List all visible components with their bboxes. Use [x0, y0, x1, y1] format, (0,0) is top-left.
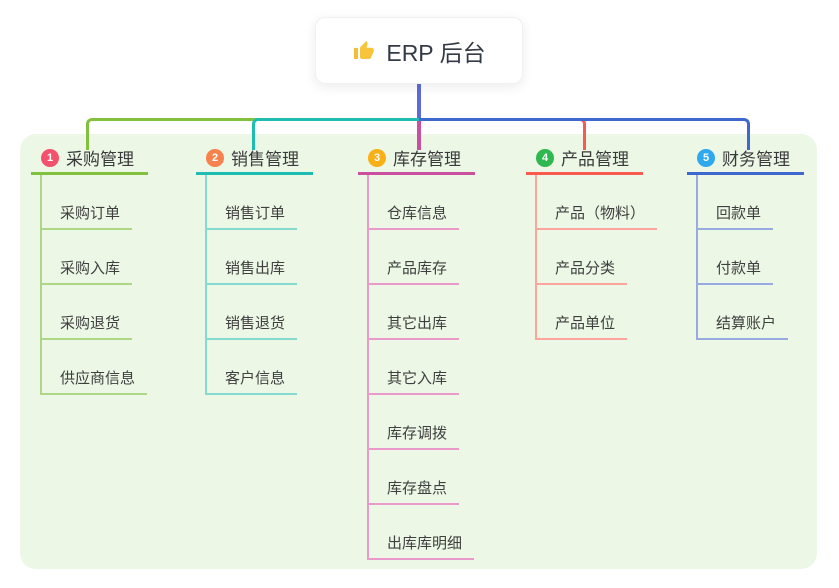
root-node[interactable]: ERP 后台	[315, 17, 523, 84]
node-stock-taking[interactable]: 库存盘点	[369, 450, 460, 505]
branch-1-label: 采购管理	[66, 150, 134, 169]
node-purchase-return[interactable]: 采购退货	[42, 285, 133, 340]
node-purchase-inbound[interactable]: 采购入库	[42, 230, 133, 285]
node-other-outbound[interactable]: 其它出库	[369, 285, 460, 340]
branch-inventory-title[interactable]: 3 库存管理	[358, 148, 475, 175]
branch-5-badge: 5	[697, 148, 715, 167]
node-purchase-order[interactable]: 采购订单	[42, 175, 133, 230]
branch-2-badge: 2	[206, 148, 224, 167]
node-product-material[interactable]: 产品（物料）	[537, 175, 658, 230]
node-sales-order[interactable]: 销售订单	[207, 175, 298, 230]
node-other-inbound[interactable]: 其它入库	[369, 340, 460, 395]
branch-sales: 2 销售管理 销售订单 销售出库 销售退货 客户信息	[196, 148, 313, 395]
node-product-category[interactable]: 产品分类	[537, 230, 628, 285]
branch-finance-children: 回款单 付款单 结算账户	[696, 175, 789, 340]
branch-4-label: 产品管理	[561, 150, 629, 169]
branch-finance-title[interactable]: 5 财务管理	[687, 148, 804, 175]
node-outbound-detail[interactable]: 出库库明细	[369, 505, 475, 560]
branch-4-badge: 4	[536, 148, 554, 167]
branch-2-label: 销售管理	[231, 150, 299, 169]
node-warehouse-info[interactable]: 仓库信息	[369, 175, 460, 230]
branch-purchase-title[interactable]: 1 采购管理	[31, 148, 148, 175]
node-product-stock[interactable]: 产品库存	[369, 230, 460, 285]
connector-branch-3	[417, 121, 421, 150]
branch-1-badge: 1	[41, 148, 59, 167]
node-receipt-bill[interactable]: 回款单	[698, 175, 774, 230]
node-payment-bill[interactable]: 付款单	[698, 230, 774, 285]
root-title: ERP 后台	[386, 39, 486, 66]
branch-inventory: 3 库存管理 仓库信息 产品库存 其它出库 其它入库 库存调拨 库存盘点 出库库…	[358, 148, 475, 560]
thumbs-up-icon	[354, 40, 375, 59]
branch-purchase: 1 采购管理 采购订单 采购入库 采购退货 供应商信息	[31, 148, 148, 395]
branch-5-label: 财务管理	[722, 150, 790, 169]
branch-sales-title[interactable]: 2 销售管理	[196, 148, 313, 175]
node-stock-transfer[interactable]: 库存调拨	[369, 395, 460, 450]
branch-purchase-children: 采购订单 采购入库 采购退货 供应商信息	[40, 175, 148, 395]
connector-branch-2	[252, 118, 419, 150]
branch-product-title[interactable]: 4 产品管理	[526, 148, 643, 175]
node-sales-outbound[interactable]: 销售出库	[207, 230, 298, 285]
branch-inventory-children: 仓库信息 产品库存 其它出库 其它入库 库存调拨 库存盘点 出库库明细	[367, 175, 475, 560]
branch-3-label: 库存管理	[393, 150, 461, 169]
branch-sales-children: 销售订单 销售出库 销售退货 客户信息	[205, 175, 298, 395]
node-product-unit[interactable]: 产品单位	[537, 285, 628, 340]
mindmap-background-panel	[20, 134, 817, 569]
branch-finance: 5 财务管理 回款单 付款单 结算账户	[687, 148, 804, 340]
node-sales-return[interactable]: 销售退货	[207, 285, 298, 340]
branch-product-children: 产品（物料） 产品分类 产品单位	[535, 175, 658, 340]
connector-root	[417, 84, 421, 118]
node-supplier-info[interactable]: 供应商信息	[42, 340, 148, 395]
branch-3-badge: 3	[368, 148, 386, 167]
node-customer-info[interactable]: 客户信息	[207, 340, 298, 395]
branch-product: 4 产品管理 产品（物料） 产品分类 产品单位	[526, 148, 658, 340]
node-settlement-account[interactable]: 结算账户	[698, 285, 789, 340]
connector-branch-5	[419, 118, 750, 150]
